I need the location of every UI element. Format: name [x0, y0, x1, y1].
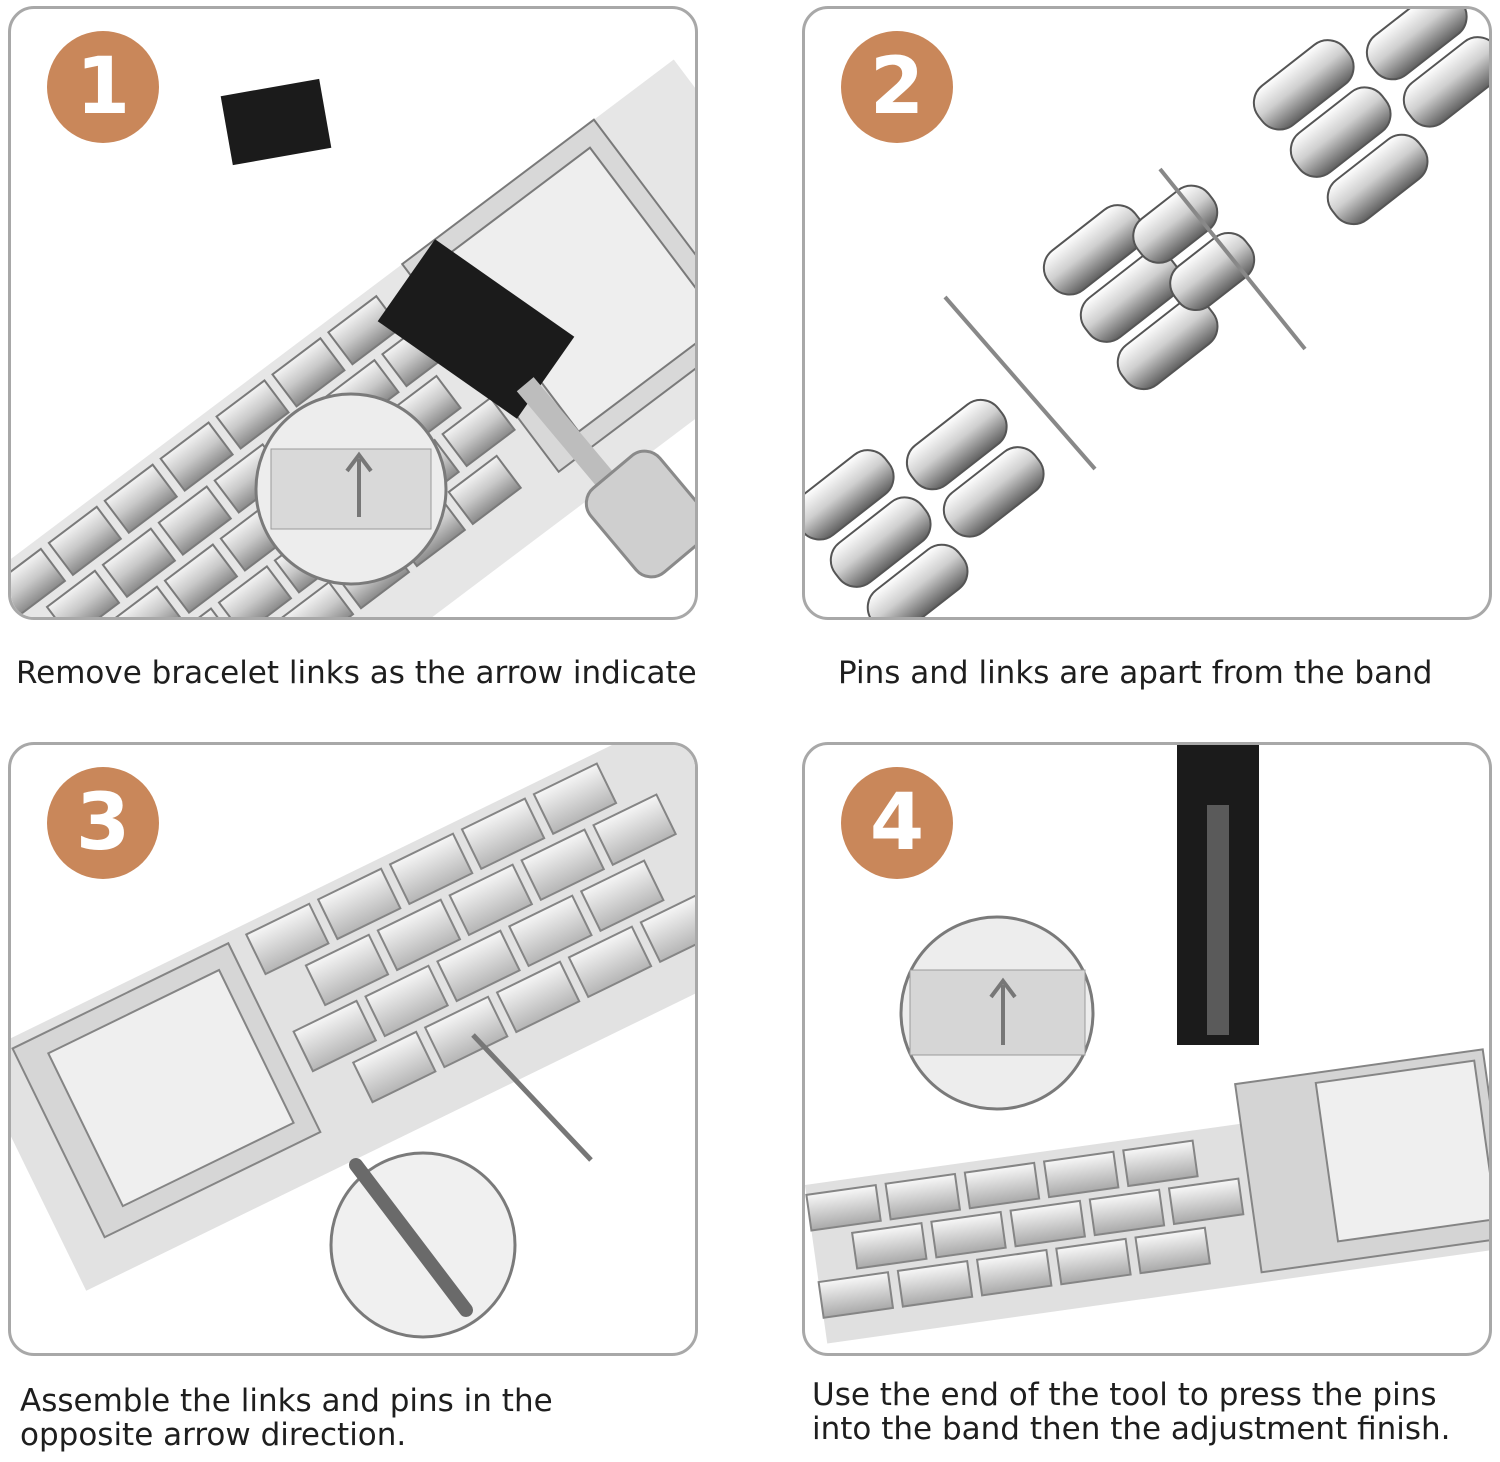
step-2-caption-line: Pins and links are apart from the band [838, 655, 1433, 691]
step-2-badge: 2 [841, 31, 953, 143]
step-1-badge: 1 [47, 31, 159, 143]
removed-link-illustration [805, 9, 1489, 617]
pin-icon [471, 1033, 593, 1162]
step-3-caption: Assemble the links and pins in the oppos… [20, 1384, 553, 1452]
watch-band-illustration [11, 745, 695, 1339]
pin-icon [1158, 167, 1307, 351]
step-1-caption-line: Remove bracelet links as the arrow indic… [16, 655, 697, 691]
arrow-detail-magnifier-icon [254, 392, 448, 586]
step-4-panel: 4 [802, 742, 1492, 1356]
step-4-caption-line-1: Use the end of the tool to press the pin… [812, 1377, 1437, 1413]
step-4-caption: Use the end of the tool to press the pin… [812, 1378, 1451, 1446]
pin-detail-magnifier-icon [329, 1151, 517, 1339]
step-1-panel: 1 [8, 6, 698, 620]
step-2-caption: Pins and links are apart from the band [838, 656, 1432, 690]
pin-icon [943, 295, 1097, 471]
step-3-caption-line-1: Assemble the links and pins in the [20, 1383, 553, 1419]
step-4-caption-line-2: into the band then the adjustment finish… [812, 1411, 1451, 1447]
pin-remover-tool-icon [220, 78, 695, 579]
arrow-detail-magnifier-icon [899, 915, 1095, 1111]
step-3-caption-line-2: opposite arrow direction. [20, 1417, 407, 1453]
step-1-caption: Remove bracelet links as the arrow indic… [16, 656, 697, 690]
step-3-panel: 3 [8, 742, 698, 1356]
step-3-badge: 3 [47, 767, 159, 879]
watch-band-illustration [805, 745, 1489, 1344]
step-2-panel: 2 [802, 6, 1492, 620]
watch-band-illustration [11, 59, 695, 617]
pin-pusher-tool-icon [1177, 745, 1259, 1045]
step-4-badge: 4 [841, 767, 953, 879]
